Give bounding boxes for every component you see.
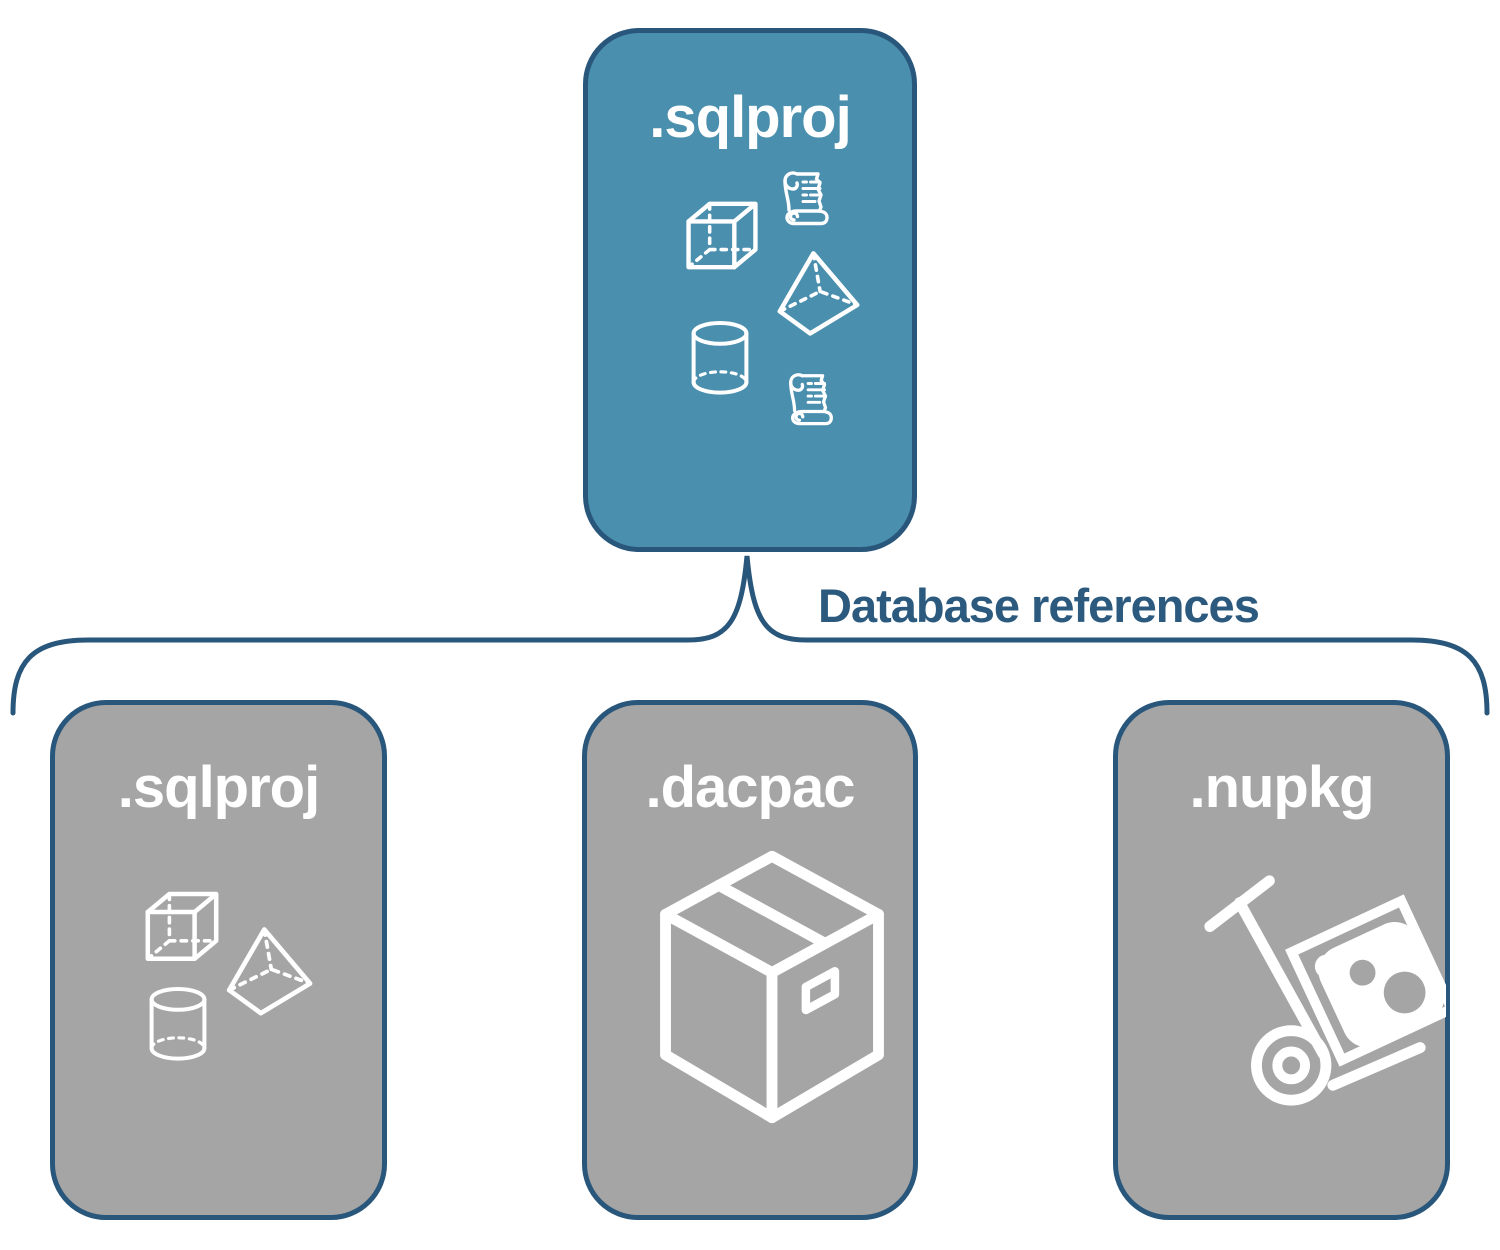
cube-icon: [678, 195, 766, 283]
root-sqlproj-box: .sqlproj: [583, 28, 917, 552]
nuget-dolly-icon: [1188, 861, 1446, 1119]
child-nupkg-box: .nupkg: [1113, 700, 1450, 1220]
child-sqlproj-box: .sqlproj: [50, 700, 387, 1220]
cylinder-icon: [684, 317, 756, 401]
child-sqlproj-title: .sqlproj: [117, 755, 320, 820]
scroll-icon: [776, 167, 836, 227]
child-dacpac-title: .dacpac: [645, 755, 856, 820]
cube-icon: [137, 885, 227, 975]
child-nupkg-title: .nupkg: [1189, 755, 1374, 820]
package-box-icon: [651, 841, 893, 1133]
pyramid-icon: [768, 249, 864, 339]
scroll-icon: [782, 369, 840, 427]
root-box-title: .sqlproj: [649, 85, 851, 150]
connector-label: Database references: [818, 579, 1260, 632]
cylinder-icon: [142, 983, 214, 1067]
pyramid-icon: [217, 925, 317, 1019]
child-dacpac-box: .dacpac: [582, 700, 918, 1220]
